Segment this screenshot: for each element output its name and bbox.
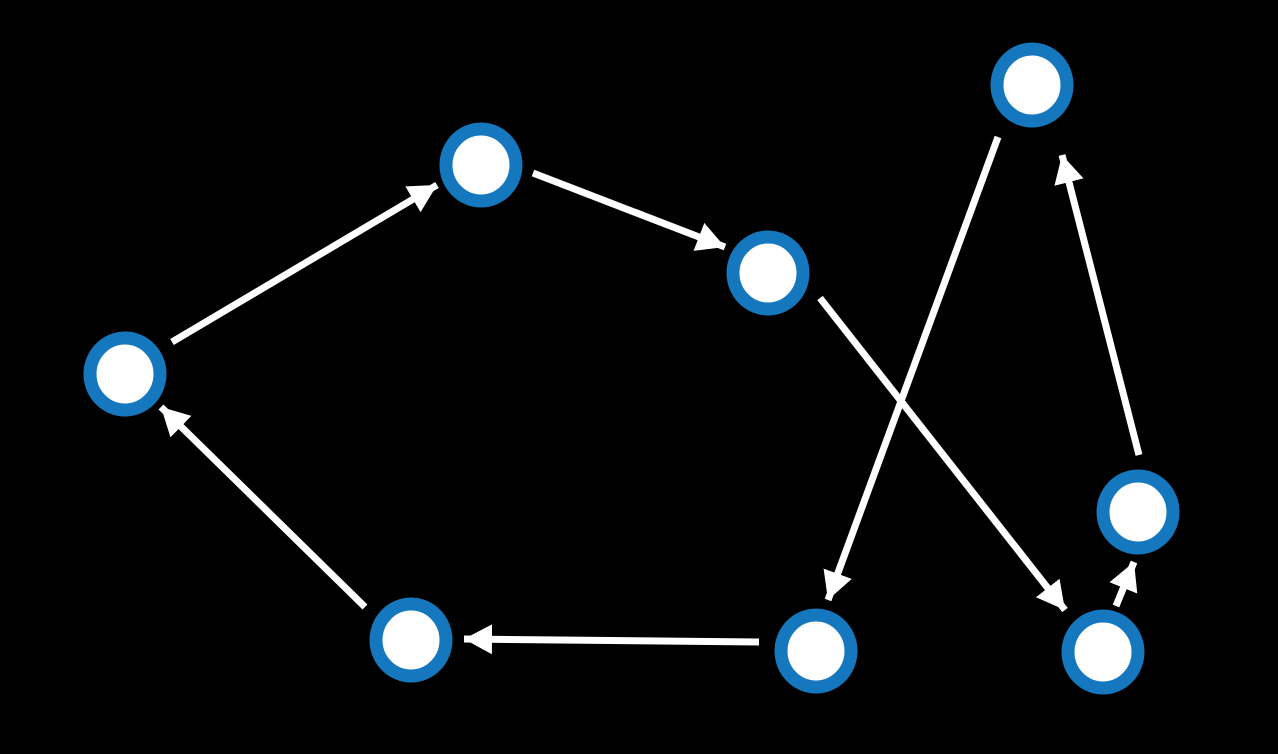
graph-node-top-right — [990, 42, 1074, 128]
edge-middle-to-bottom-right — [817, 295, 1068, 613]
edge-bottom-right-to-right — [1109, 560, 1138, 608]
graph-node-upper-middle — [439, 122, 523, 208]
graph-node-middle — [726, 230, 810, 316]
edge-bottom-left-to-left — [158, 404, 368, 610]
edge-bottom-middle-to-bottom-left — [463, 624, 760, 655]
edge-right-to-top-right — [1054, 154, 1143, 456]
graph-node-left — [83, 331, 167, 417]
graph-node-bottom-middle — [774, 608, 858, 694]
edge-upper-middle-to-middle — [531, 169, 727, 251]
edge-left-to-upper-middle — [170, 181, 439, 346]
graph-node-right — [1096, 469, 1180, 555]
edge-top-right-to-bottom-middle — [823, 135, 1002, 602]
graph-node-bottom-right — [1061, 609, 1145, 695]
graph-node-bottom-left — [369, 597, 453, 683]
